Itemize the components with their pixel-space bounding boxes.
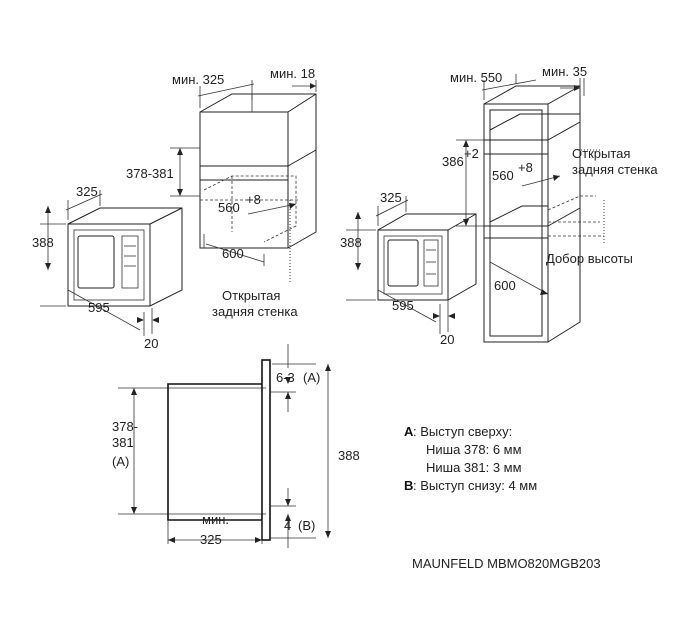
cabinet-top-side: [199, 93, 317, 249]
tl-oven-width-label: 595: [88, 300, 110, 315]
legend-b-key: B: [404, 478, 413, 493]
tr-height-extension-label: Добор высоты: [546, 251, 633, 266]
tr-niche-width-tolerance: +8: [518, 160, 533, 175]
oven-door-window: [77, 235, 115, 289]
tr-oven-height-label: 388: [340, 235, 362, 250]
model-name: MAUNFELD MBMO820MGB203: [412, 556, 601, 571]
tr-frame-offset-label: 20: [440, 332, 454, 347]
tr-oven-width-label: 595: [392, 298, 414, 313]
legend-a-niche-378: Ниша 378: 6 мм: [426, 442, 522, 457]
tr-oven-depth-label: 325: [380, 190, 402, 205]
tall-cabinet-front: [483, 103, 549, 343]
legend-a-text: : Выступ сверху:: [413, 424, 512, 439]
b-min-depth-label: 325: [200, 532, 222, 547]
niche-wall-cabinet: [170, 80, 317, 282]
tl-min-depth-label: мин. 325: [172, 72, 224, 87]
tr-niche-height-label: 386: [442, 154, 464, 169]
b-top-protrusion-tag: (A): [303, 370, 320, 385]
side-section: [118, 344, 331, 548]
niche-outline: [167, 383, 262, 521]
niche-tall-cabinet: [456, 74, 605, 343]
b-min-label: мин.: [202, 512, 229, 527]
oven-front-panel: [261, 359, 271, 541]
tr-open-back-label-2: задняя стенка: [572, 162, 658, 177]
tl-oven-height-label: 388: [32, 235, 54, 250]
tr-niche-width-label: 560: [492, 168, 514, 183]
b-bottom-protrusion-label: 4: [284, 518, 291, 533]
legend-a-key: A: [404, 424, 414, 439]
tl-open-back-label-1: Открытая: [222, 288, 280, 303]
tl-niche-width-tolerance: +8: [246, 192, 261, 207]
oven-right-door-window: [387, 239, 419, 287]
tl-oven-depth-label: 325: [76, 184, 98, 199]
tl-min-gap-label: мин. 18: [270, 66, 315, 81]
legend-a-niche-381: Ниша 381: 3 мм: [426, 460, 522, 475]
b-bottom-protrusion-tag: (B): [298, 518, 315, 533]
tr-niche-height-tolerance: +2: [464, 146, 479, 161]
tl-niche-height-label: 378-381: [126, 166, 174, 181]
tr-min-depth-label: мин. 550: [450, 70, 502, 85]
oven-left: [40, 190, 183, 336]
tr-min-gap-label: мин. 35: [542, 64, 587, 79]
legend: A : Выступ сверху: Ниша 378: 6 мм Ниша 3…: [404, 424, 537, 493]
tl-open-back-label-2: задняя стенка: [212, 304, 298, 319]
b-niche-height-line2: 381: [112, 435, 134, 450]
tl-niche-depth-label: 600: [222, 246, 244, 261]
tr-open-back-label-1: Открытая: [572, 146, 630, 161]
b-total-height-label: 388: [338, 448, 360, 463]
b-niche-height-line1: 378-: [112, 419, 138, 434]
tl-frame-offset-label: 20: [144, 336, 158, 351]
tl-niche-width-label: 560: [218, 200, 240, 215]
tr-niche-depth-label: 600: [494, 278, 516, 293]
oven-right: [346, 196, 477, 334]
legend-b-text: : Выступ снизу: 4 мм: [413, 478, 537, 493]
b-top-protrusion-label: 6-3: [276, 370, 295, 385]
b-niche-height-line3: (A): [112, 454, 129, 469]
